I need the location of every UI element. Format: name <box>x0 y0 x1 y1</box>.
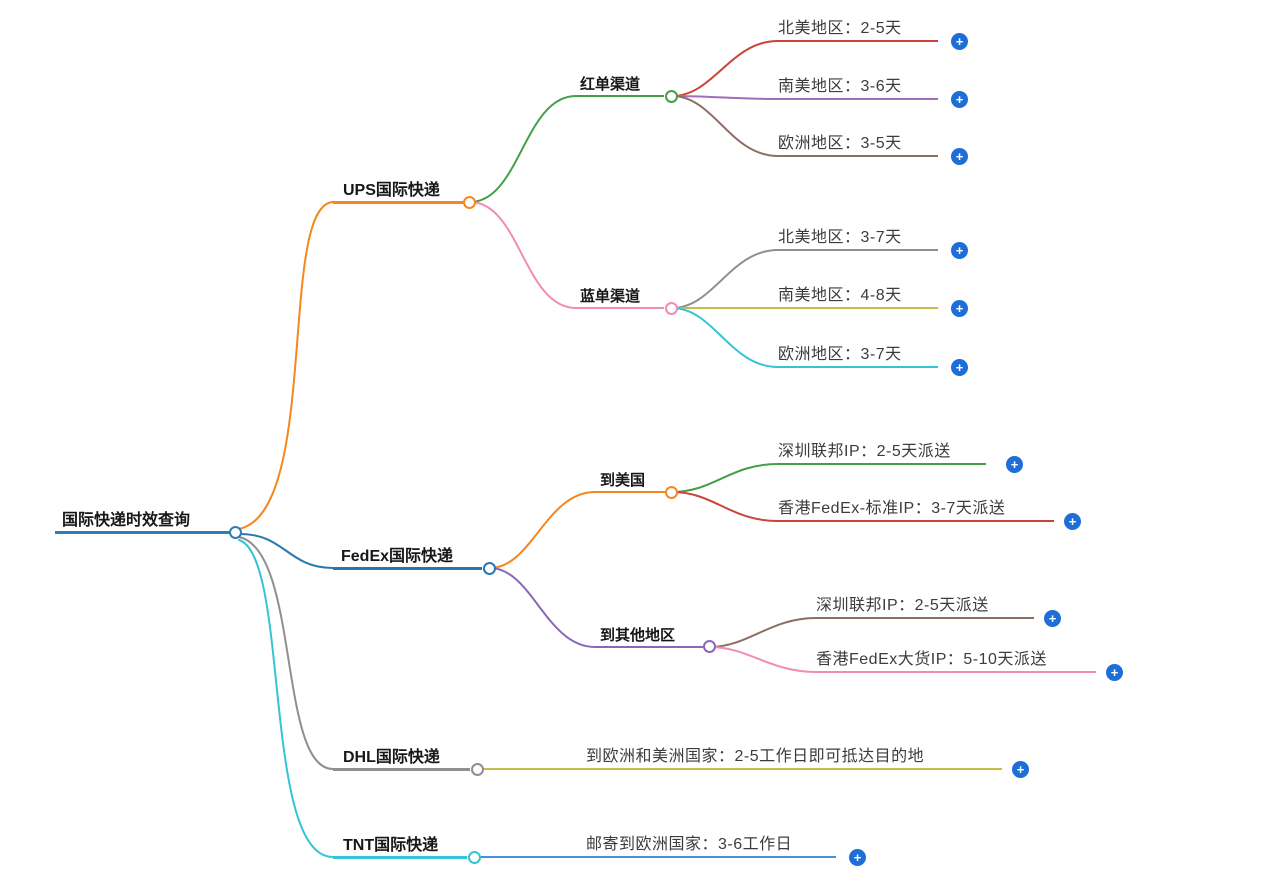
node-ups-red-north-america[interactable]: 北美地区：2-5天 <box>778 18 938 42</box>
edge-root-to-ups <box>238 201 334 530</box>
add-node-button[interactable]: + <box>951 242 968 259</box>
expand-handle-blue-channel[interactable] <box>665 302 678 315</box>
plus-icon: + <box>955 243 964 258</box>
leaf-label: 北美地区：3-7天 <box>778 229 902 246</box>
leaf-label: 欧洲地区：3-5天 <box>778 135 902 152</box>
leaf-label: 深圳联邦IP：2-5天派送 <box>816 597 989 614</box>
node-root[interactable]: 国际快递时效查询 <box>55 510 233 534</box>
edge-ups-to-red-channel <box>469 95 577 203</box>
node-red-channel-label: 红单渠道 <box>580 76 641 93</box>
edge-root-to-dhl <box>238 536 334 770</box>
expand-handle-tnt[interactable] <box>468 851 481 864</box>
edge-fedex-to-other <box>489 567 596 648</box>
node-ups-label: UPS国际快递 <box>343 182 440 199</box>
expand-handle-dhl[interactable] <box>471 763 484 776</box>
add-node-button[interactable]: + <box>951 33 968 50</box>
leaf-label: 欧洲地区：3-7天 <box>778 346 902 363</box>
node-usa-hongkong-standard-ip[interactable]: 香港FedEx-标准IP：3-7天派送 <box>778 498 1054 522</box>
plus-icon: + <box>955 92 964 107</box>
expand-handle-red-channel[interactable] <box>665 90 678 103</box>
leaf-label: 南美地区：4-8天 <box>778 287 902 304</box>
leaf-label: 香港FedEx-标准IP：3-7天派送 <box>778 500 1006 517</box>
node-tnt-label: TNT国际快递 <box>343 837 439 854</box>
edge-other-to-shenzhen <box>709 617 817 648</box>
edge-red-to-europe <box>671 95 779 157</box>
edge-usa-to-hongkong <box>671 491 779 522</box>
node-fedex-to-usa[interactable]: 到美国 <box>595 470 665 493</box>
node-fedex[interactable]: FedEx国际快递 <box>333 546 482 570</box>
leaf-label: 邮寄到欧洲国家：3-6工作日 <box>586 836 793 853</box>
node-tnt[interactable]: TNT国际快递 <box>333 835 467 859</box>
add-node-button[interactable]: + <box>1012 761 1029 778</box>
node-ups-blue-south-america[interactable]: 南美地区：4-8天 <box>778 285 938 309</box>
edge-usa-to-shenzhen <box>671 463 779 493</box>
node-ups-blue-europe[interactable]: 欧洲地区：3-7天 <box>778 344 938 368</box>
node-blue-channel-label: 蓝单渠道 <box>580 288 641 305</box>
node-dhl[interactable]: DHL国际快递 <box>333 747 470 771</box>
plus-icon: + <box>955 149 964 164</box>
plus-icon: + <box>955 360 964 375</box>
leaf-label: 深圳联邦IP：2-5天派送 <box>778 443 951 460</box>
expand-handle-to-usa[interactable] <box>665 486 678 499</box>
plus-icon: + <box>1048 611 1057 626</box>
leaf-label: 北美地区：2-5天 <box>778 20 902 37</box>
edge-fedex-to-usa <box>489 491 596 569</box>
node-usa-shenzhen-ip[interactable]: 深圳联邦IP：2-5天派送 <box>778 441 986 465</box>
node-other-shenzhen-ip[interactable]: 深圳联邦IP：2-5天派送 <box>816 595 1034 619</box>
plus-icon: + <box>955 34 964 49</box>
expand-handle-fedex[interactable] <box>483 562 496 575</box>
node-ups-blue-channel[interactable]: 蓝单渠道 <box>576 286 664 309</box>
node-fedex-to-other[interactable]: 到其他地区 <box>595 625 703 648</box>
node-ups-red-channel[interactable]: 红单渠道 <box>576 74 664 97</box>
add-node-button[interactable]: + <box>1044 610 1061 627</box>
plus-icon: + <box>1068 514 1077 529</box>
add-node-button[interactable]: + <box>951 91 968 108</box>
node-root-label: 国际快递时效查询 <box>62 512 191 529</box>
node-other-hongkong-bulk-ip[interactable]: 香港FedEx大货IP：5-10天派送 <box>816 649 1096 673</box>
leaf-label: 南美地区：3-6天 <box>778 78 902 95</box>
leaf-label: 到欧洲和美洲国家：2-5工作日即可抵达目的地 <box>586 748 925 765</box>
plus-icon: + <box>1110 665 1119 680</box>
edge-ups-to-blue-channel <box>469 201 577 309</box>
node-to-other-label: 到其他地区 <box>600 627 676 644</box>
edge-red-to-north-america <box>671 40 779 97</box>
plus-icon: + <box>1016 762 1025 777</box>
add-node-button[interactable]: + <box>1106 664 1123 681</box>
plus-icon: + <box>955 301 964 316</box>
edge-root-to-tnt <box>238 539 334 858</box>
add-node-button[interactable]: + <box>1006 456 1023 473</box>
node-ups-blue-north-america[interactable]: 北美地区：3-7天 <box>778 227 938 251</box>
edge-other-to-hongkong <box>709 646 817 673</box>
node-dhl-label: DHL国际快递 <box>343 749 440 766</box>
plus-icon: + <box>1010 457 1019 472</box>
node-fedex-label: FedEx国际快递 <box>341 548 454 565</box>
add-node-button[interactable]: + <box>1064 513 1081 530</box>
add-node-button[interactable]: + <box>951 300 968 317</box>
node-to-usa-label: 到美国 <box>600 472 646 489</box>
expand-handle-root[interactable] <box>229 526 242 539</box>
edge-blue-to-europe <box>671 307 779 368</box>
node-tnt-delivery-time[interactable]: 邮寄到欧洲国家：3-6工作日 <box>586 834 836 858</box>
edge-root-to-fedex <box>239 533 334 569</box>
expand-handle-ups[interactable] <box>463 196 476 209</box>
add-node-button[interactable]: + <box>951 148 968 165</box>
add-node-button[interactable]: + <box>951 359 968 376</box>
edge-red-to-south-america <box>671 95 779 100</box>
add-node-button[interactable]: + <box>849 849 866 866</box>
node-ups[interactable]: UPS国际快递 <box>333 180 463 204</box>
leaf-label: 香港FedEx大货IP：5-10天派送 <box>816 651 1047 668</box>
node-ups-red-europe[interactable]: 欧洲地区：3-5天 <box>778 133 938 157</box>
edge-blue-to-north-america <box>671 249 779 309</box>
node-dhl-delivery-time[interactable]: 到欧洲和美洲国家：2-5工作日即可抵达目的地 <box>586 746 1002 770</box>
plus-icon: + <box>853 850 862 865</box>
expand-handle-to-other[interactable] <box>703 640 716 653</box>
node-ups-red-south-america[interactable]: 南美地区：3-6天 <box>778 76 938 100</box>
